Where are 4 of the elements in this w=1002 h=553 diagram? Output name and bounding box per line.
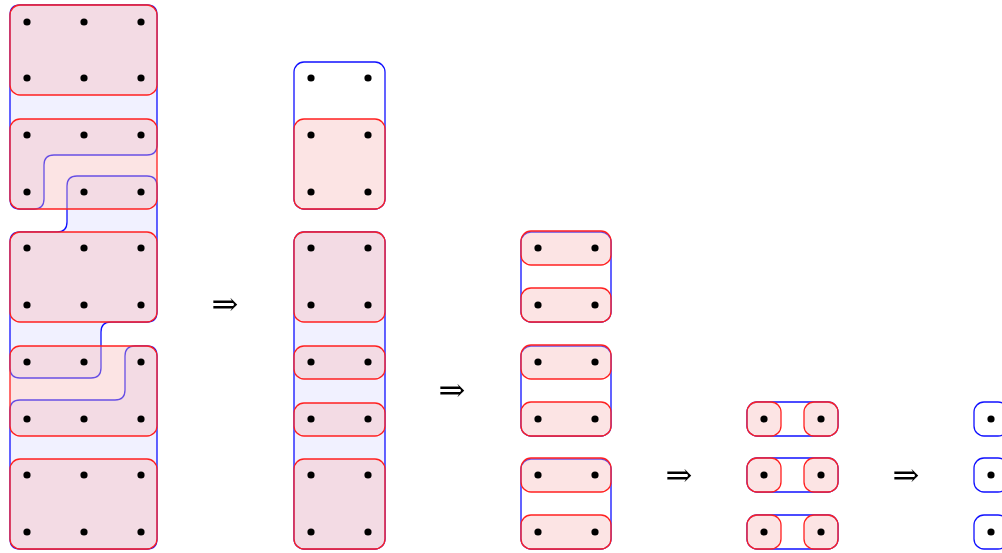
implication-symbol: ⇒ xyxy=(892,459,920,491)
implication-symbol: ⇒ xyxy=(211,288,239,320)
implication-symbol: ⇒ xyxy=(438,374,466,406)
implication-symbol: ⇒ xyxy=(665,459,693,491)
